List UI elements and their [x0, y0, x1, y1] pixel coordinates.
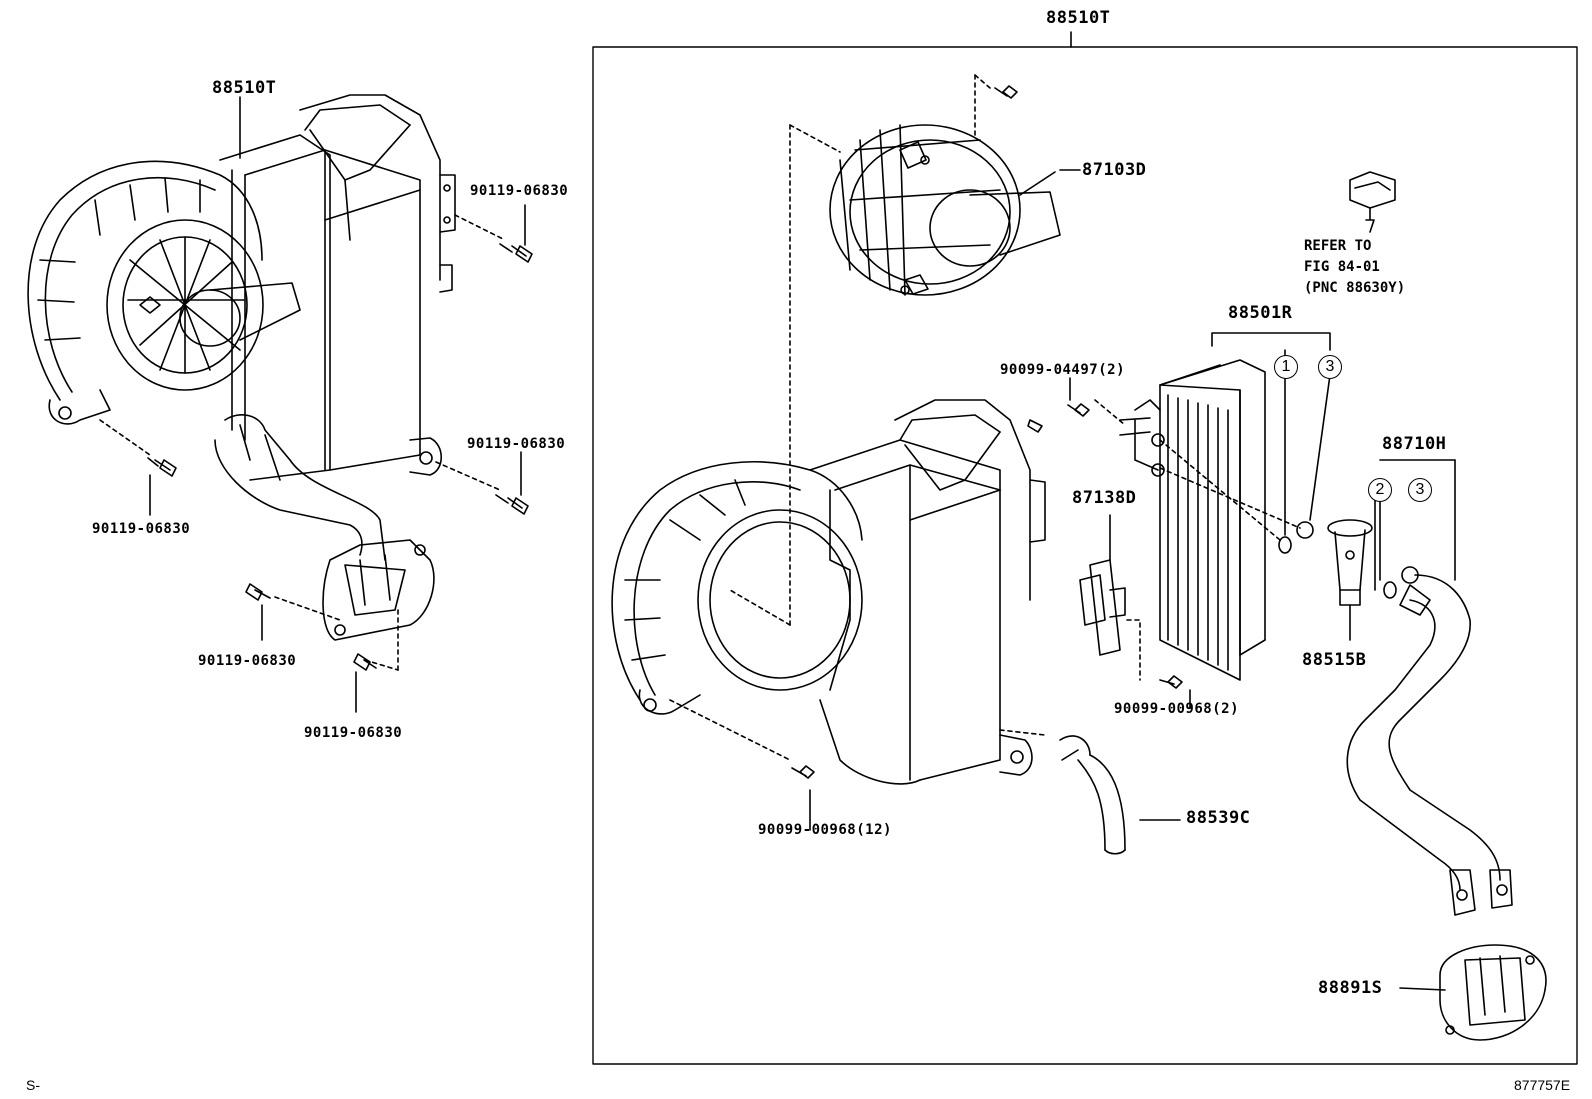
footer-left-code: S-	[26, 1077, 40, 1093]
marker-circle-3-pipe: 3	[1408, 478, 1432, 502]
assembly-frame	[592, 46, 1578, 1065]
bolt-label-d: 90119-06830	[198, 653, 297, 669]
bolt-label-b: 90119-06830	[467, 436, 566, 452]
screw-00968-12-label: 90099-00968(12)	[758, 822, 892, 838]
left-bolts	[147, 243, 533, 671]
grommet-label: 88891S	[1318, 978, 1383, 998]
screw-00968-2-label: 90099-00968(2)	[1114, 701, 1240, 717]
footer-figure-code: 877757E	[1514, 1077, 1571, 1093]
left-leaders	[149, 96, 526, 713]
left-assembly-label: 88510T	[212, 78, 277, 98]
evaporator-screw	[1027, 377, 1090, 433]
resistor-drawing	[1079, 514, 1141, 681]
pipe-drawing	[1346, 459, 1513, 916]
bolt-label-c: 90119-06830	[92, 521, 191, 537]
blower-motor-label: 87103D	[1082, 160, 1147, 180]
pipe-88710h-label: 88710H	[1382, 434, 1447, 454]
left-blower-unit	[27, 94, 506, 671]
refer-to-text: REFER TO	[1304, 238, 1372, 254]
top-screw	[994, 85, 1018, 99]
top-assembly-label: 88510T	[1046, 8, 1111, 28]
connector-drawing	[1349, 171, 1396, 233]
screw-04497-label: 90099-04497(2)	[1000, 362, 1126, 378]
marker-circle-2: 2	[1368, 478, 1392, 502]
resistor-screw	[1159, 675, 1191, 709]
grommet-drawing	[1399, 944, 1547, 1041]
evaporator-drawing	[1094, 332, 1331, 681]
refer-fig-text: FIG 84-01	[1304, 259, 1380, 275]
heater-case-drawing	[611, 399, 1046, 785]
evaporator-label: 88501R	[1228, 303, 1293, 323]
expansion-valve-label: 88515B	[1302, 650, 1367, 670]
drain-hose-label: 88539C	[1186, 808, 1251, 828]
bolt-label-e: 90119-06830	[304, 725, 403, 741]
refer-note: REFER TO FIG 84-01 (PNC 88630Y)	[1304, 236, 1405, 299]
bolt-label-a: 90119-06830	[470, 183, 569, 199]
blower-motor-drawing	[729, 74, 1061, 626]
drain-hose-drawing	[1059, 735, 1181, 855]
marker-circle-1: 1	[1274, 355, 1298, 379]
case-screw	[791, 765, 815, 831]
expansion-valve-drawing	[1327, 519, 1373, 641]
marker-circle-3-evaporator: 3	[1318, 355, 1342, 379]
refer-pnc-text: (PNC 88630Y)	[1304, 280, 1406, 296]
resistor-label: 87138D	[1072, 488, 1137, 508]
